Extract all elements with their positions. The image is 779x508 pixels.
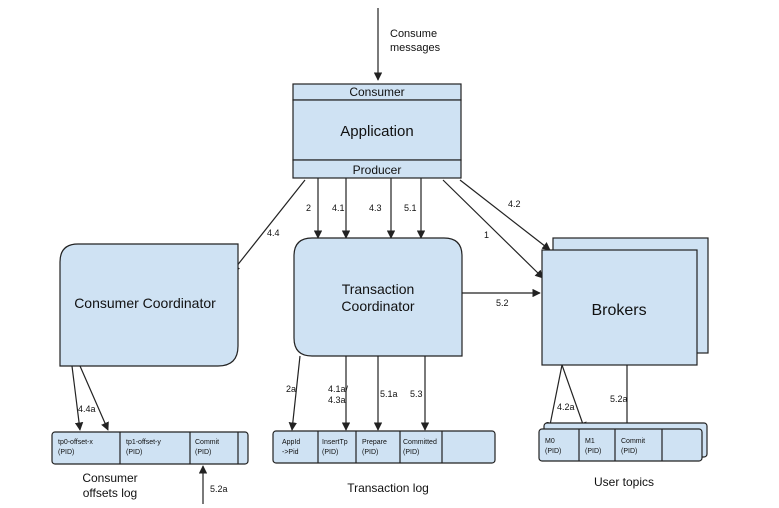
offsets-cell-3-line2: (PID) — [195, 449, 211, 456]
arrow-4-2a-right — [561, 364, 587, 431]
consumer-coordinator-label: Consumer Coordinator — [74, 295, 216, 311]
user-topics-caption: User topics — [594, 475, 654, 489]
consume-messages-label-line1: Consume — [390, 28, 437, 40]
offsets-cell-2-line2: (PID) — [126, 449, 142, 456]
edge-label-5-1: 5.1 — [404, 203, 417, 213]
edge-label-4-4a: 4.4a — [78, 404, 96, 414]
txlog-cell-2-line1: InsertTp — [322, 439, 348, 446]
arrow-4-4a-left — [71, 365, 84, 431]
consumer-offsets-log-box — [51, 431, 249, 465]
edge-label-5-1a: 5.1a — [380, 389, 398, 399]
brokers-label: Brokers — [591, 302, 646, 319]
offsets-cell-3-line1: Commit — [195, 439, 219, 446]
txlog-cell-3-line2: (PID) — [362, 449, 378, 456]
brokers-front-box — [541, 249, 698, 366]
edge-label-2a: 2a — [286, 384, 296, 394]
edge-label-2: 2 — [306, 203, 311, 213]
offsets-cell-1-line1: tp0-offset-x — [58, 439, 93, 446]
arrow-4-2 — [459, 179, 551, 251]
offsets-cell-2-line1: tp1-offset-y — [126, 439, 161, 446]
topics-cell-3-line1: Commit — [621, 438, 645, 445]
topics-cell-2-line2: (PID) — [585, 448, 601, 455]
topics-cell-1-line1: M0 — [545, 438, 555, 445]
transaction-coordinator-label-line2: Coordinator — [341, 298, 414, 314]
arrow-1 — [442, 179, 544, 279]
arrow-4-4a-right — [79, 365, 109, 431]
txlog-cell-3-line1: Prepare — [362, 439, 387, 446]
producer-bar — [292, 159, 462, 179]
transaction-log-box — [272, 430, 496, 464]
edge-label-5-2a-bottom: 5.2a — [210, 484, 228, 494]
consumer-label: Consumer — [349, 85, 404, 99]
consumer-offsets-log-caption-line2: offsets log — [83, 486, 137, 500]
arrow-2a — [288, 355, 301, 431]
application-stack: Consumer Application Producer — [292, 83, 462, 179]
edge-label-4-1a-line2: 4.3a — [328, 395, 346, 405]
edge-label-5-2: 5.2 — [496, 298, 509, 308]
consumer-offsets-log: tp0-offset-x (PID) tp1-offset-y (PID) Co… — [51, 431, 249, 465]
transaction-coordinator-box — [293, 237, 463, 357]
user-topics-front-box — [538, 428, 703, 462]
transaction-log: AppId ->Pid InsertTp (PID) Prepare (PID)… — [272, 430, 496, 464]
transaction-coordinator-label-line1: Transaction — [342, 281, 415, 297]
txlog-cell-2-line2: (PID) — [322, 449, 338, 456]
offsets-cell-1-line2: (PID) — [58, 449, 74, 456]
topics-cell-2-line1: M1 — [585, 438, 595, 445]
user-topics: M0 (PID) M1 (PID) Commit (PID) — [538, 422, 708, 462]
edge-label-5-3: 5.3 — [410, 389, 423, 399]
txlog-cell-1-line2: ->Pid — [282, 449, 299, 456]
topics-cell-1-line2: (PID) — [545, 448, 561, 455]
txlog-cell-1-line1: AppId — [282, 439, 300, 446]
producer-label: Producer — [353, 163, 402, 177]
arrow-4-2a-left — [546, 364, 563, 431]
topics-cell-3-line2: (PID) — [621, 448, 637, 455]
application-label: Application — [340, 123, 413, 140]
edge-label-4-3: 4.3 — [369, 203, 382, 213]
edge-label-1: 1 — [484, 230, 489, 240]
consumer-coordinator-box — [59, 243, 239, 367]
edge-label-4-1a-line1: 4.1a/ — [328, 384, 349, 394]
txlog-cell-4-line1: Committed — [403, 439, 437, 446]
transaction-log-caption: Transaction log — [347, 481, 429, 495]
edge-label-4-1: 4.1 — [332, 203, 345, 213]
consumer-offsets-log-caption-line1: Consumer — [82, 471, 137, 485]
arrow-4-4 — [231, 179, 306, 273]
consume-messages-label-line2: messages — [390, 42, 441, 54]
edge-label-4-2: 4.2 — [508, 199, 521, 209]
edge-label-4-2a: 4.2a — [557, 402, 575, 412]
application-box — [292, 99, 462, 161]
edge-label-5-2a-right: 5.2a — [610, 394, 628, 404]
edge-label-4-4: 4.4 — [267, 228, 280, 238]
txlog-cell-4-line2: (PID) — [403, 449, 419, 456]
